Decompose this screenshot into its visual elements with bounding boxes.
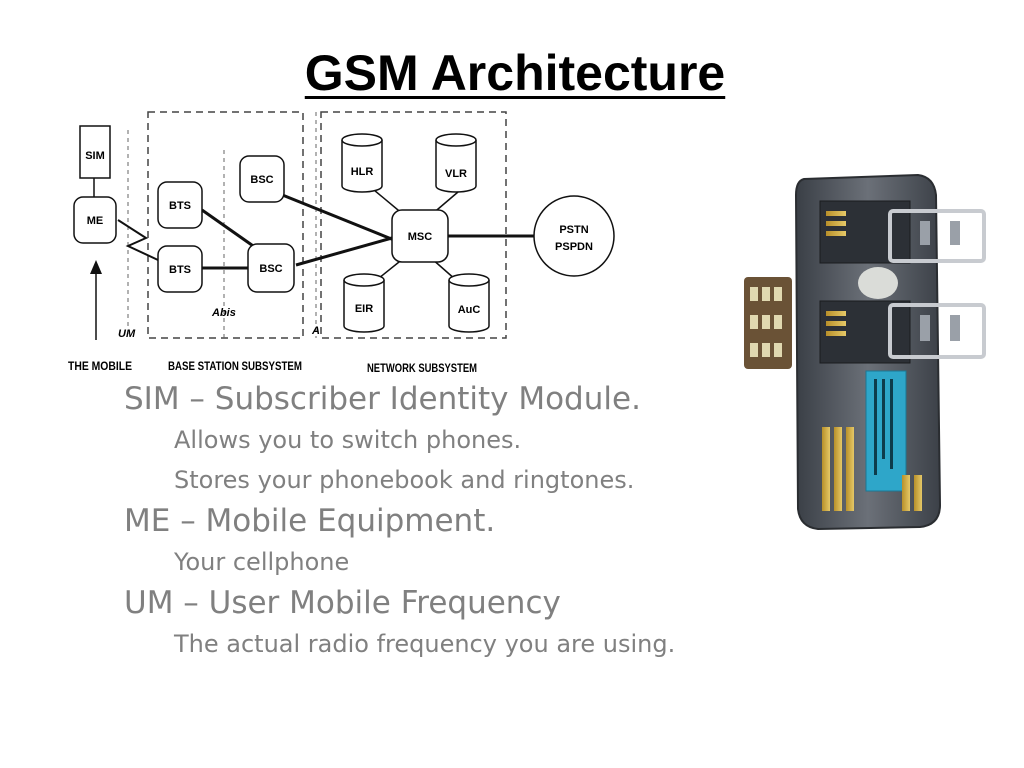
sub-bullet-switch-phones: Allows you to switch phones. <box>174 426 522 454</box>
mobile-section-label: THE MOBILE <box>68 359 132 373</box>
msc-node-label: MSC <box>408 231 433 243</box>
bsc1-node-box <box>239 155 285 203</box>
bts2-node-box <box>157 245 203 293</box>
mobile-arrow-head <box>90 260 102 274</box>
auc-node-label: AuC <box>458 304 481 316</box>
bsc1-node-label: BSC <box>250 174 273 186</box>
vlr-node-label: VLR <box>445 168 467 180</box>
hlr-node-top <box>341 133 383 147</box>
phone-sticker-round <box>858 267 898 299</box>
bts1-node-box <box>157 181 203 229</box>
bss-boundary <box>147 111 304 339</box>
bullet-sim: SIM – Subscriber Identity Module. <box>124 381 641 417</box>
bts1-node-label: BTS <box>169 200 191 212</box>
nss-boundary <box>320 111 507 339</box>
bullet-me: ME – Mobile Equipment. <box>124 503 496 539</box>
gsm-architecture-diagram: SIM ME BTS BTS BSC BSC MSC HLR VLR EIR A… <box>68 111 615 375</box>
sim-node-label: SIM <box>85 150 105 162</box>
hlr-node-shape <box>341 140 383 193</box>
pstn-node-label: PSTN <box>559 224 588 236</box>
link-bsc-msc-upper <box>269 188 395 242</box>
hlr-node-label: HLR <box>351 166 374 178</box>
sim-holder-lower <box>888 303 986 359</box>
a-interface-label: A <box>311 325 320 337</box>
eir-node-top <box>343 273 385 287</box>
abis-interface-label: Abis <box>211 307 236 319</box>
me-node-label: ME <box>87 215 104 227</box>
auc-node-shape <box>448 280 490 333</box>
pspdn-node-label: PSPDN <box>555 241 593 253</box>
um-interface-label: UM <box>118 328 136 340</box>
sim-holder-upper <box>888 209 986 263</box>
nss-section-label: NETWORK SUBSYSTEM <box>367 361 477 375</box>
battery-label <box>865 370 907 492</box>
msc-node-box <box>391 209 449 263</box>
slide-title: GSM Architecture <box>304 45 726 101</box>
auc-node-top <box>448 273 490 287</box>
bsc2-node-label: BSC <box>259 263 282 275</box>
bullet-list: SIM – Subscriber Identity Module. Allows… <box>124 378 675 664</box>
link-me-bts-radio <box>117 219 159 261</box>
battery-contacts-left <box>822 427 830 511</box>
bsc2-node-box <box>247 243 295 293</box>
link-bsc-msc-lower <box>295 236 393 267</box>
bullet-um: UM – User Mobile Frequency <box>124 585 561 621</box>
sub-bullet-phonebook: Stores your phonebook and ringtones. <box>174 466 635 494</box>
vlr-node-shape <box>435 140 477 193</box>
dual-sim-phone-photo <box>744 173 986 531</box>
me-node-box <box>73 196 117 244</box>
pstn-node-shape <box>533 195 615 277</box>
eir-node-shape <box>343 280 385 333</box>
sub-bullet-cellphone: Your cellphone <box>174 548 350 576</box>
bts2-node-label: BTS <box>169 264 191 276</box>
bss-section-label: BASE STATION SUBSYSTEM <box>168 359 302 373</box>
sim-node-box <box>79 125 111 179</box>
battery-contacts-right <box>902 475 910 511</box>
vlr-node-top <box>435 133 477 147</box>
sub-bullet-radio-frequency: The actual radio frequency you are using… <box>174 630 676 658</box>
eir-node-label: EIR <box>355 303 373 315</box>
